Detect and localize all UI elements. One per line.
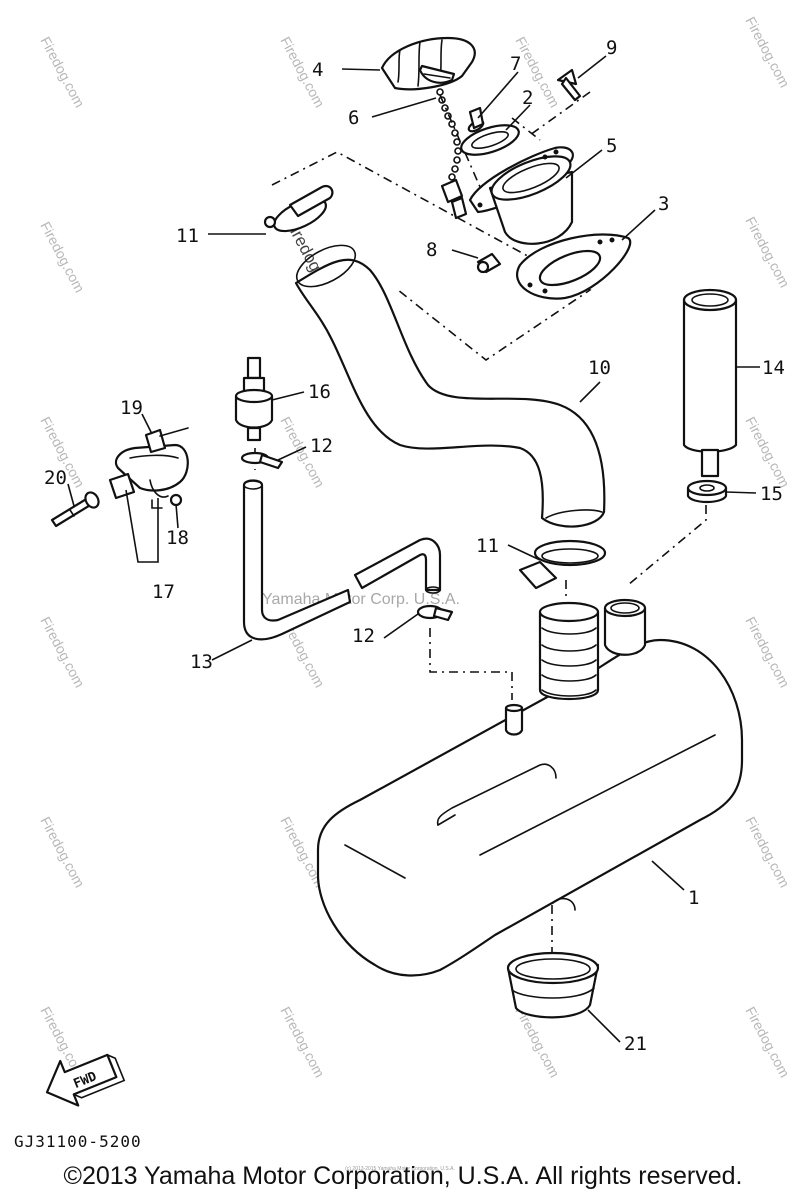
fine-print: (c) 2013-2015 Yamaha Motor Corporation, …	[345, 1166, 455, 1172]
filler-neck	[468, 146, 574, 245]
callout-11-upper: 11	[176, 225, 199, 247]
fuel-filter	[234, 356, 274, 442]
diagram-code: GJ31100-5200	[14, 1132, 142, 1151]
callout-19: 19	[120, 397, 143, 419]
filler-gasket-lower	[516, 233, 632, 300]
hose-clamp-lower	[518, 539, 607, 590]
callout-5: 5	[606, 135, 617, 157]
watermark-firedog: Firedog.com	[742, 214, 793, 290]
callout-20: 20	[44, 467, 67, 489]
callout-7: 7	[510, 53, 521, 75]
watermark-firedog: Firedog.com	[37, 219, 88, 295]
assembly-guide-lines	[254, 91, 707, 955]
leader-lines	[67, 55, 760, 1043]
callout-15: 15	[760, 483, 783, 505]
vent-grommet	[603, 598, 647, 656]
cap-chain	[436, 88, 468, 220]
vent-hose	[682, 288, 738, 478]
watermark-yamaha: Yamaha Motor Corp. U.S.A.	[262, 591, 460, 608]
watermark-firedog: Firedog.com	[742, 414, 793, 490]
hose-clamp-upper	[263, 184, 334, 233]
callout-13: 13	[190, 651, 213, 673]
watermark-firedog: Firedog.com	[37, 34, 88, 110]
filler-neck-adapter	[538, 601, 600, 701]
filler-cap	[380, 36, 476, 91]
filter-bracket	[108, 427, 189, 509]
callout-12-upper: 12	[310, 435, 333, 457]
filler-hose	[294, 244, 606, 528]
callout-8: 8	[426, 239, 437, 261]
callout-4: 4	[312, 59, 323, 81]
callout-16: 16	[308, 381, 331, 403]
forward-arrow-icon: FWD	[45, 1053, 126, 1107]
callout-2: 2	[522, 87, 533, 109]
callout-18: 18	[166, 527, 189, 549]
screw-small	[476, 252, 502, 274]
copyright-notice: ©2013 Yamaha Motor Corporation, U.S.A. A…	[63, 1162, 743, 1190]
callout-11-lower: 11	[476, 535, 499, 557]
callout-10: 10	[588, 357, 611, 379]
callout-14: 14	[762, 357, 785, 379]
watermark-firedog: Firedog.com	[277, 1004, 328, 1080]
hose-clip-upper	[240, 451, 284, 470]
callout-1: 1	[688, 887, 699, 909]
callout-17: 17	[152, 581, 175, 603]
callout-9: 9	[606, 37, 617, 59]
watermark-firedog: Firedog.com	[742, 14, 793, 90]
callout-6: 6	[348, 107, 359, 129]
drain-cup	[506, 951, 600, 1019]
filler-gasket-upper	[460, 124, 520, 156]
screw	[467, 106, 485, 133]
rivet	[50, 491, 100, 528]
callout-3: 3	[658, 193, 669, 215]
watermark-firedog: Firedog.com	[742, 814, 793, 890]
hose-clip-lower	[416, 604, 454, 622]
grommet	[686, 479, 728, 504]
callout-21: 21	[624, 1033, 647, 1055]
fuel-tank	[316, 638, 744, 977]
callout-labels: 4 6 7 2 9 5 3 8 11 10 14 15 16 12 19 20 …	[44, 37, 785, 1055]
bolt	[556, 68, 582, 102]
fuel-outlet-joint	[504, 703, 524, 736]
fuel-line	[242, 479, 442, 641]
watermark-firedog: Firedog.com	[742, 614, 793, 690]
watermark-firedog: Firedog.com	[37, 614, 88, 690]
watermark-firedog: Firedog.com	[37, 814, 88, 890]
callout-12-lower: 12	[352, 625, 375, 647]
watermark-firedog: Firedog.com	[742, 1004, 793, 1080]
